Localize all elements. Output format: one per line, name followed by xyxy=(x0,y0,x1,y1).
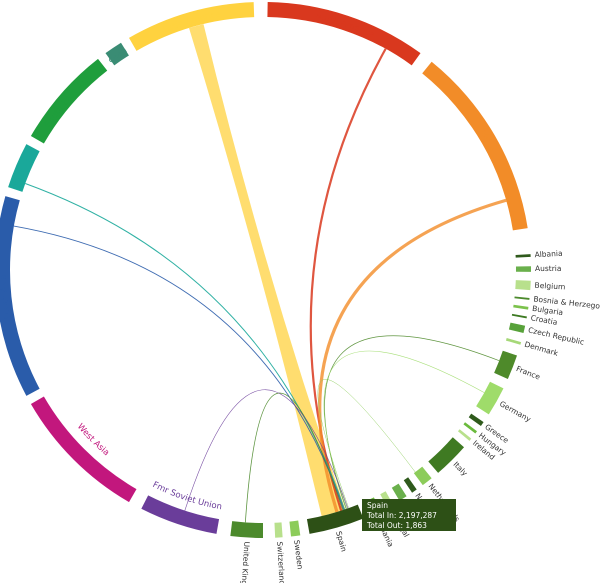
country-label-united-kingdom: United Kingdom xyxy=(239,541,252,583)
region-arc-africa[interactable] xyxy=(422,61,528,231)
tooltip-total-out: Total Out: 1,863 xyxy=(367,521,427,530)
chord-netherlands-spain[interactable] xyxy=(317,379,416,509)
chord-germany-spain[interactable] xyxy=(323,350,485,509)
country-arc-united-kingdom[interactable] xyxy=(230,521,263,538)
country-arc-croatia[interactable] xyxy=(511,313,527,319)
country-arc-hungary[interactable] xyxy=(463,422,478,434)
country-label-belgium: Belgium xyxy=(534,281,565,292)
country-label-spain: Spain xyxy=(334,530,348,553)
country-label-france: France xyxy=(515,364,542,382)
country-arc-netherlands[interactable] xyxy=(413,466,432,486)
chord-soviet-spain[interactable] xyxy=(184,389,349,511)
region-arc-fmr-soviet-union[interactable] xyxy=(141,495,220,534)
country-arc-albania[interactable] xyxy=(515,254,531,258)
country-label-albania: Albania xyxy=(534,249,562,260)
country-label-italy: Italy xyxy=(451,460,469,478)
country-label-bulgaria: Bulgaria xyxy=(532,304,564,317)
country-label-switzerland: Switzerland xyxy=(275,541,287,583)
region-arc-west-asia[interactable] xyxy=(30,396,137,503)
region-arc-south-east-asia[interactable] xyxy=(30,58,108,144)
chord-africa-spain[interactable] xyxy=(318,198,507,513)
tooltip-title: Spain xyxy=(367,501,388,510)
country-arc-italy[interactable] xyxy=(428,437,465,473)
region-arc-latin-america[interactable] xyxy=(129,2,255,51)
region-label-oceania: Oceania xyxy=(0,0,129,66)
tooltip-total-in: Total In: 2,197,287 xyxy=(367,511,437,520)
region-arc-north-america[interactable] xyxy=(267,2,421,66)
country-arc-czech-republic[interactable] xyxy=(508,322,526,334)
country-label-germany: Germany xyxy=(498,399,533,424)
country-label-sweden: Sweden xyxy=(292,539,305,570)
region-arc-south-asia[interactable] xyxy=(0,196,40,396)
country-arc-sweden[interactable] xyxy=(289,520,301,537)
region-arc-oceania[interactable] xyxy=(105,42,129,66)
country-arc-greece[interactable] xyxy=(468,413,484,427)
spain-tooltip: Spain Total In: 2,197,287 Total Out: 1,8… xyxy=(362,499,456,531)
country-arc-switzerland[interactable] xyxy=(274,522,283,538)
country-label-austria: Austria xyxy=(535,264,562,273)
region-arc-east-asia[interactable] xyxy=(8,144,40,192)
country-arc-norway[interactable] xyxy=(403,477,417,493)
country-arc-france[interactable] xyxy=(494,350,518,380)
country-arc-spain[interactable] xyxy=(306,504,364,534)
country-arc-belgium[interactable] xyxy=(515,280,531,291)
chord-latin-america-spain[interactable] xyxy=(189,24,346,517)
chord-south-asia-spain[interactable] xyxy=(13,225,345,510)
country-label-denmark: Denmark xyxy=(523,340,559,358)
country-arc-poland[interactable] xyxy=(391,483,407,501)
country-arc-bulgaria[interactable] xyxy=(513,304,529,310)
country-arc-germany[interactable] xyxy=(476,381,504,415)
region-label-south-east-asia: South-East Asia xyxy=(43,72,95,129)
country-arc-austria[interactable] xyxy=(515,266,531,272)
country-arc-ireland[interactable] xyxy=(457,429,472,441)
country-arc-bosnia-and-herzegovina[interactable] xyxy=(514,296,530,300)
country-arc-denmark[interactable] xyxy=(505,338,522,345)
chord-east-asia-spain[interactable] xyxy=(25,182,346,510)
